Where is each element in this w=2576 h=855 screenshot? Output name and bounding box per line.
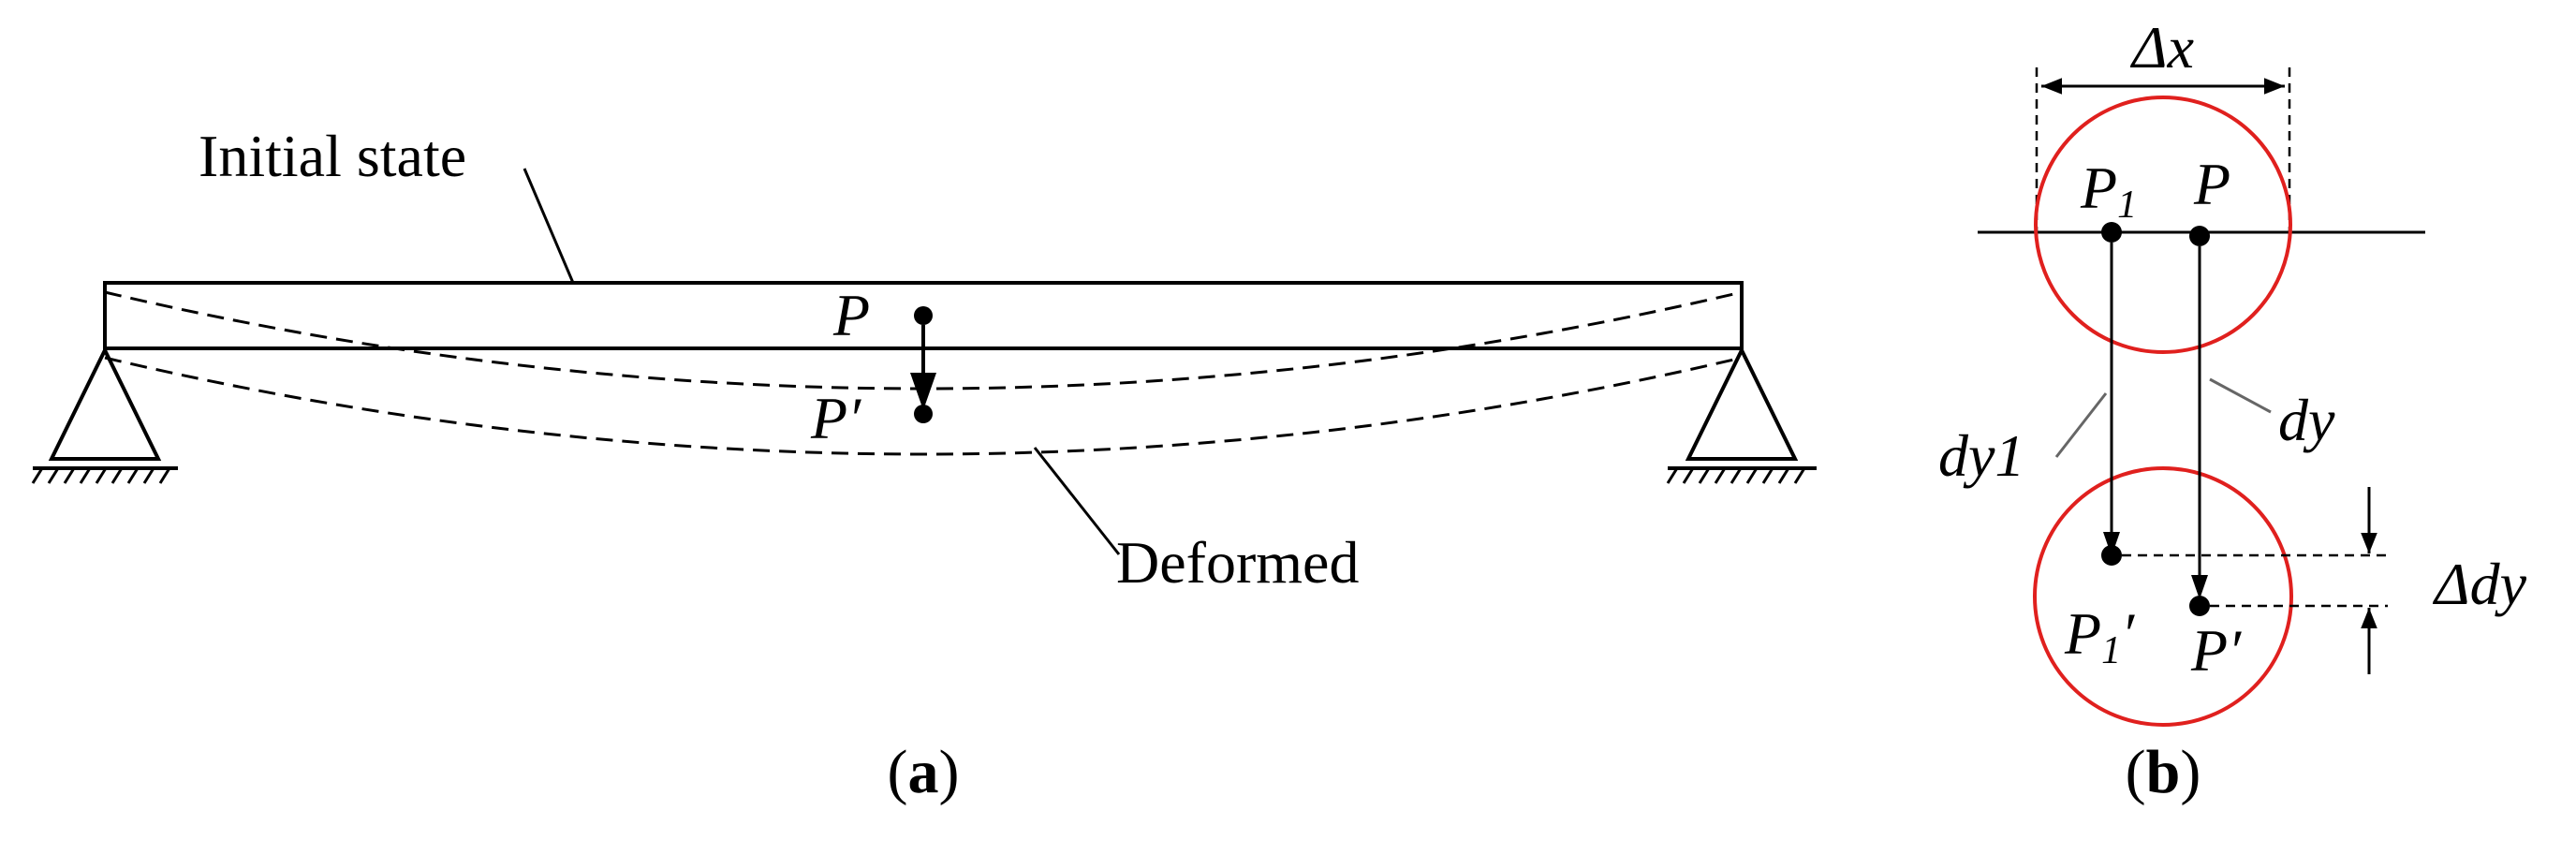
deformed-bottom-curve bbox=[104, 356, 1743, 456]
label-p1: P1 bbox=[2080, 155, 2137, 227]
right-pin-support bbox=[1666, 346, 1817, 484]
point-p1-prime-dot bbox=[2101, 545, 2122, 566]
panel-a: Initial state Deformed P P′ bbox=[31, 123, 1817, 806]
label-p-prime-b: P′ bbox=[2190, 617, 2242, 684]
top-region-circle bbox=[2034, 96, 2292, 354]
point-p-dot-b bbox=[2189, 226, 2210, 246]
bottom-region-circle bbox=[2033, 466, 2293, 727]
point-p-prime-dot-b bbox=[2189, 596, 2210, 616]
label-dy1: dy1 bbox=[1938, 422, 2024, 489]
caption-a: (a) bbox=[888, 738, 960, 806]
leader-dy1 bbox=[2054, 392, 2108, 458]
point-p-prime-dot bbox=[914, 405, 933, 423]
label-point-p: P bbox=[832, 282, 870, 348]
left-pin-support bbox=[31, 346, 178, 484]
label-point-p-prime: P′ bbox=[810, 385, 861, 451]
arrowhead-dy1 bbox=[2103, 532, 2120, 556]
point-p1-dot bbox=[2101, 222, 2122, 243]
label-delta-dy: Δdy bbox=[2432, 551, 2527, 617]
leader-dy bbox=[2209, 377, 2272, 414]
arrowhead-dy bbox=[2191, 575, 2208, 599]
displacement-arrowhead bbox=[910, 373, 936, 410]
label-p1-prime: P1′ bbox=[2064, 600, 2135, 672]
caption-b: (b) bbox=[2126, 738, 2201, 806]
label-deformed: Deformed bbox=[1116, 529, 1359, 596]
point-p-dot bbox=[914, 306, 933, 325]
leader-deformed bbox=[1033, 447, 1121, 555]
label-delta-x: Δx bbox=[2129, 14, 2194, 81]
label-p-b: P bbox=[2193, 151, 2230, 217]
label-dy: dy bbox=[2278, 387, 2335, 453]
leader-initial-state bbox=[523, 168, 575, 284]
panel-b: Δx P1 P P1′ P′ dy1 dy bbox=[1938, 14, 2527, 806]
label-initial-state: Initial state bbox=[199, 123, 466, 189]
